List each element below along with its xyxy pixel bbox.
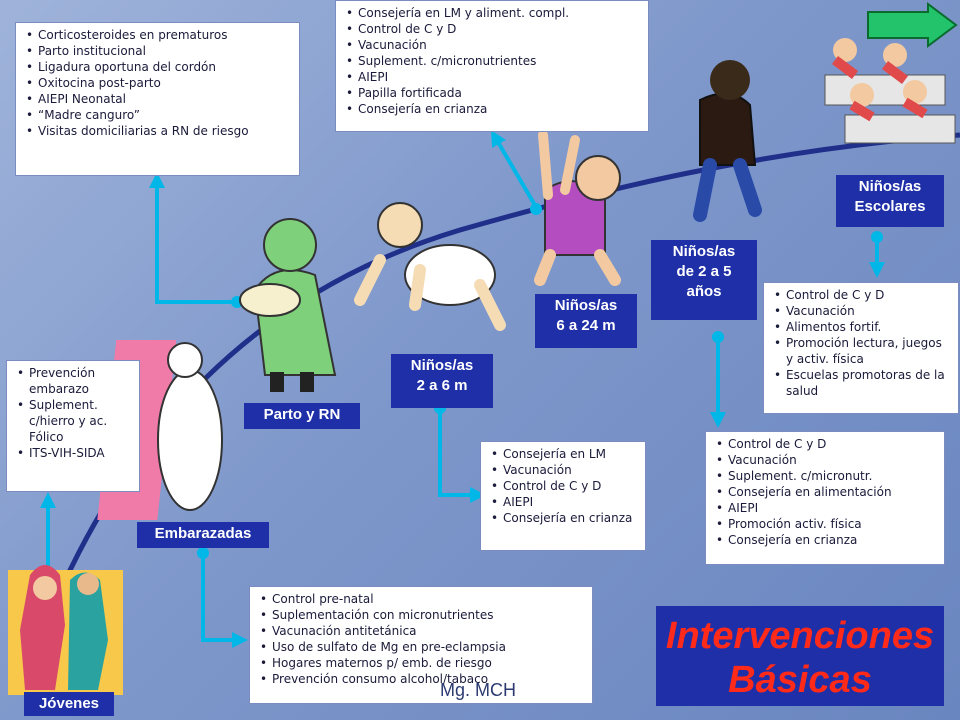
list-item: ITS-VIH-SIDA — [17, 445, 133, 461]
running-child-illustration — [693, 60, 762, 222]
schoolchildren-illustration — [824, 38, 956, 144]
label-line: Escolares — [854, 198, 926, 215]
box-2-6m: Consejería en LMVacunaciónControl de C y… — [480, 441, 646, 551]
title-line-2: Básicas — [728, 659, 872, 701]
list-item: Ligadura oportuna del cordón — [26, 59, 293, 75]
list-item: Vacunación antitetánica — [260, 623, 586, 639]
right-arrow-icon[interactable] — [866, 2, 958, 48]
label-line: años — [686, 283, 722, 300]
list-item: Control de C y D — [491, 478, 639, 494]
crawling-baby-illustration — [354, 202, 506, 331]
list-item: AIEPI — [346, 69, 642, 85]
label-line: Niños/as — [554, 297, 618, 314]
box-2-5-anos: Control de C y DVacunaciónSuplement. c/m… — [705, 431, 945, 565]
list-item: Consejería en LM y aliment. compl. — [346, 5, 642, 21]
list-item: Consejería en crianza — [716, 532, 938, 548]
label-line: 2 a 6 m — [416, 377, 468, 394]
box-6-24m: Consejería en LM y aliment. compl.Contro… — [335, 0, 649, 132]
list-item: Oxitocina post-parto — [26, 75, 293, 91]
box-parto-rn: Corticosteroides en prematurosParto inst… — [15, 22, 300, 176]
list-item: Visitas domiciliarias a RN de riesgo — [26, 123, 293, 139]
list-item: Uso de sulfato de Mg en pre-eclampsia — [260, 639, 586, 655]
list-item: Control de C y D — [346, 21, 642, 37]
list-item: Control de C y D — [716, 436, 938, 452]
list-item: Control de C y D — [774, 287, 952, 303]
label-6-24m: Niños/as 6 a 24 m — [535, 294, 637, 348]
title-line-1: Intervenciones — [665, 615, 935, 657]
list-item: Prevención embarazo — [17, 365, 133, 397]
list-item: Vacunación — [491, 462, 639, 478]
list-item: Suplementación con micronutrientes — [260, 607, 586, 623]
label-jovenes: Jóvenes — [24, 692, 114, 716]
label-2-5-anos: Niños/as de 2 a 5 años — [651, 240, 757, 320]
list-item: AIEPI Neonatal — [26, 91, 293, 107]
label-embarazadas: Embarazadas — [137, 522, 269, 548]
list-item: AIEPI — [716, 500, 938, 516]
list-item: Suplement. c/hierro y ac. Fólico — [17, 397, 133, 445]
list-item: Consejería en crianza — [491, 510, 639, 526]
nurse-with-newborn-illustration — [239, 218, 337, 392]
list-item: Promoción lectura, juegos y activ. físic… — [774, 335, 952, 367]
footer-credit: Mg. MCH — [440, 680, 516, 700]
list-item: Alimentos fortif. — [774, 319, 952, 335]
list-item: Promoción activ. física — [716, 516, 938, 532]
list-item: Vacunación — [774, 303, 952, 319]
list-item: Papilla fortificada — [346, 85, 642, 101]
list-item: Vacunación — [346, 37, 642, 53]
list-item: Hogares maternos p/ emb. de riesgo — [260, 655, 586, 671]
list-item: “Madre canguro” — [26, 107, 293, 123]
label-line: Niños/as — [410, 357, 474, 374]
label-line: 6 a 24 m — [556, 317, 616, 334]
list-item: Parto institucional — [26, 43, 293, 59]
box-escolares: Control de C y DVacunaciónAlimentos fort… — [763, 282, 959, 414]
box-jovenes: Prevención embarazoSuplement. c/hierro y… — [6, 360, 140, 492]
toddler-reaching-illustration — [534, 130, 621, 286]
label-line: de 2 a 5 — [676, 263, 732, 280]
label-parto-rn: Parto y RN — [244, 403, 360, 429]
list-item: Consejería en crianza — [346, 101, 642, 117]
label-2-6m: Niños/as 2 a 6 m — [391, 354, 493, 408]
list-item: Escuelas promotoras de la salud — [774, 367, 952, 399]
list-item: Suplement. c/micronutrientes — [346, 53, 642, 69]
youth-couple-illustration — [8, 565, 123, 695]
title-box: Intervenciones Básicas — [656, 606, 944, 706]
list-item: Vacunación — [716, 452, 938, 468]
label-line: Niños/as — [858, 178, 922, 195]
list-item: Control pre-natal — [260, 591, 586, 607]
box-embarazadas: Control pre-natalSuplementación con micr… — [249, 586, 593, 704]
list-item: Corticosteroides en prematuros — [26, 27, 293, 43]
list-item: AIEPI — [491, 494, 639, 510]
list-item: Consejería en alimentación — [716, 484, 938, 500]
list-item: Prevención consumo alcohol/tabaco — [260, 671, 586, 687]
list-item: Consejería en LM — [491, 446, 639, 462]
label-line: Niños/as — [672, 243, 736, 260]
list-item: Suplement. c/micronutr. — [716, 468, 938, 484]
